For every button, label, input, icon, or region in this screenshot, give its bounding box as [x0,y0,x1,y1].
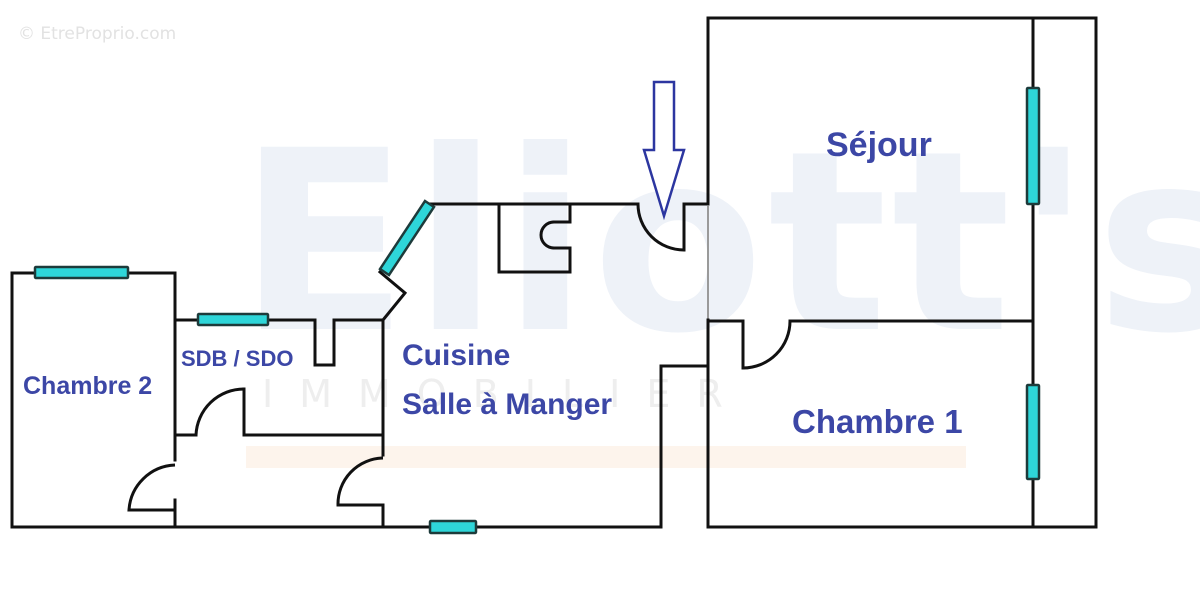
room-label-salle-a-manger: Salle à Manger [402,388,613,421]
window-sdb [196,312,270,327]
room-label-sdb: SDB / SDO [181,346,294,371]
window-chambre-2 [33,265,130,280]
room-label-chambre-2: Chambre 2 [23,372,153,400]
sdb-walls [173,318,385,437]
window-cuisine-bottom [428,519,478,535]
chambre-1-walls [706,318,1035,529]
room-label-cuisine: Cuisine [402,339,511,372]
credit-watermark: © EtreProprio.com [18,24,177,44]
window-sejour [1025,86,1041,206]
windows [33,86,1041,535]
room-label-sejour: Séjour [826,126,932,164]
watermark-bar [246,446,966,468]
entrance-arrow-icon [642,80,686,221]
cuisine-walls [377,202,710,529]
watermark-subtitle: IMMOBILIER [262,372,749,416]
sejour-walls [706,16,1098,529]
room-label-chambre-1: Chambre 1 [792,403,963,440]
window-chambre-1 [1025,383,1041,481]
hall-walls [127,318,385,529]
window-cuisine-diagonal [378,199,436,277]
chambre-2-walls [10,271,177,529]
